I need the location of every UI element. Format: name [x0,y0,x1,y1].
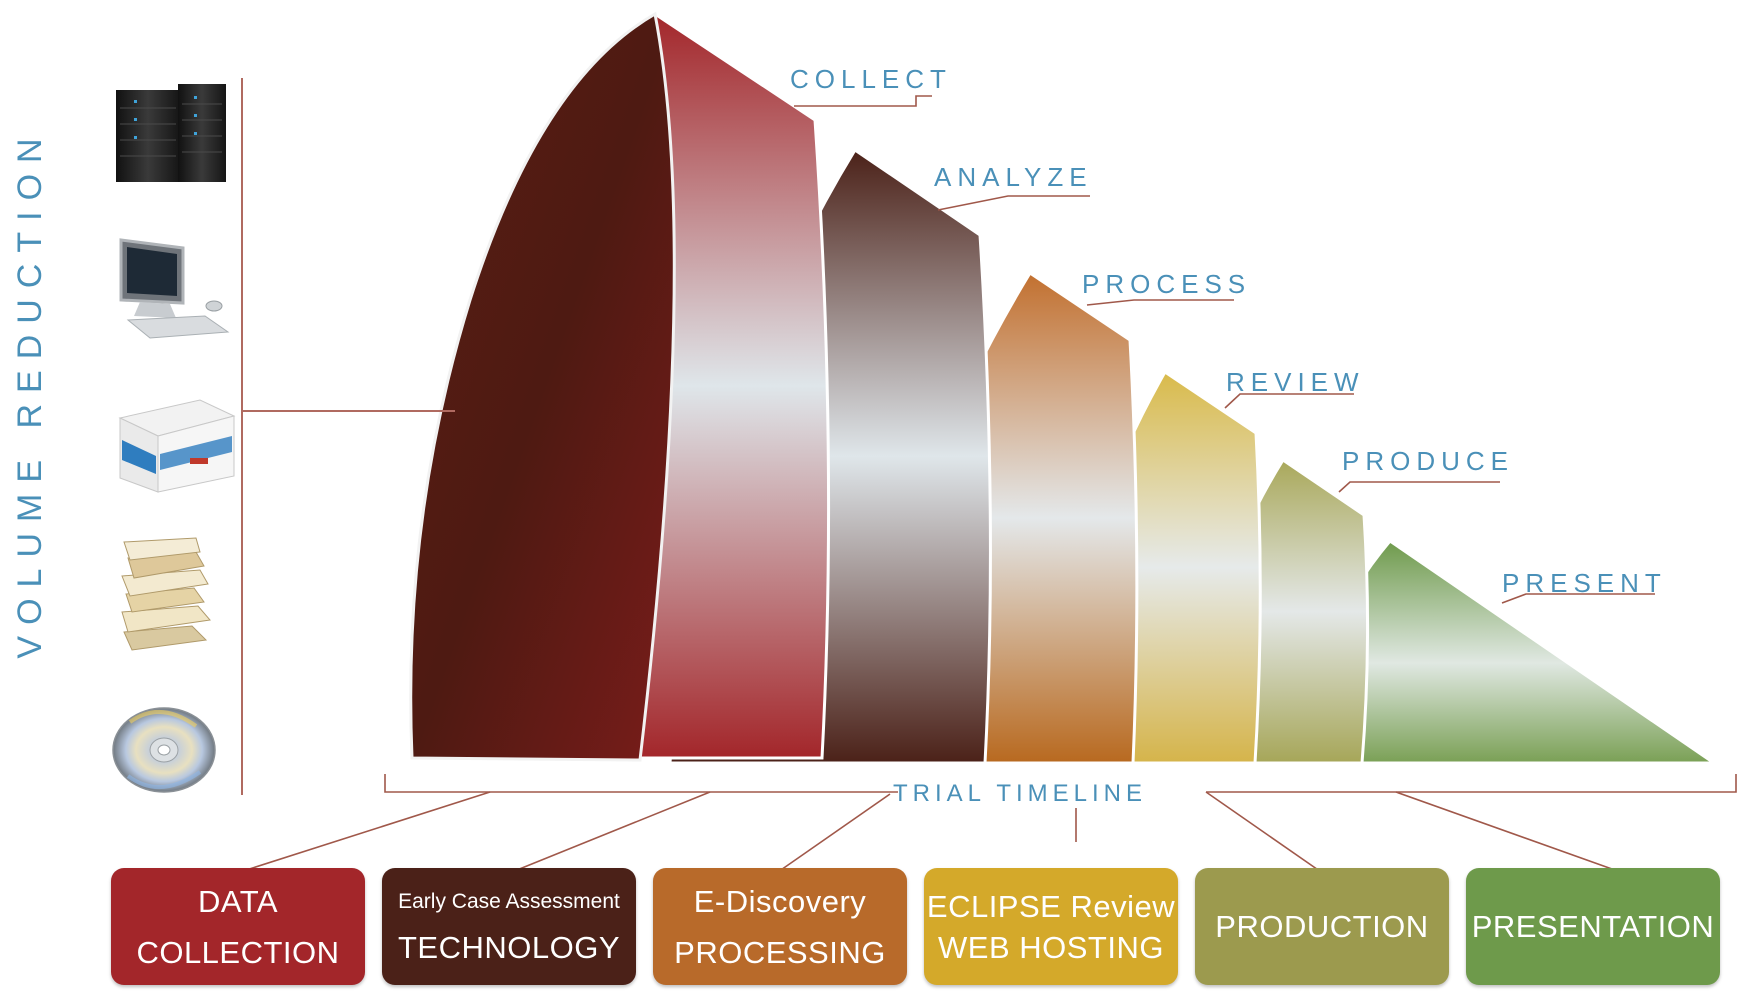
cd-disc-icon [112,707,216,793]
service-box-early-case-assessment: Early Case Assessment TECHNOLOGY [382,868,636,985]
stage-label-review: REVIEW [1226,367,1365,397]
service-line2: COLLECTION [136,934,340,970]
service-box-data-collection: DATA COLLECTION [111,868,365,985]
service-line1: DATA [197,883,279,919]
service-box-eclipse-review: ECLIPSE Review WEB HOSTING [924,868,1178,985]
stage-label-present: PRESENT [1502,568,1667,598]
service-line1: PRODUCTION [1215,909,1429,944]
service-line2: TECHNOLOGY [397,929,621,965]
trial-timeline-bracket [239,774,1737,875]
service-line1: ECLIPSE Review [926,888,1176,924]
stage-label-process: PROCESS [1082,269,1251,299]
server-icon [116,84,226,182]
stage-label-analyze: ANALYZE [934,162,1093,192]
stage-label-collect: COLLECT [790,64,952,94]
service-line1: Early Case Assessment [398,889,620,913]
service-box-e-discovery: E-Discovery PROCESSING [653,868,907,985]
file-box-icon [118,399,236,493]
service-box-presentation: PRESENTATION [1466,868,1720,985]
service-line2: WEB HOSTING [938,929,1164,965]
stage-label-texts: COLLECT ANALYZE PROCESS REVIEW PRODUCE P… [790,64,1667,598]
computer-icon [119,238,230,339]
funnel [409,11,1719,765]
service-box-production: PRODUCTION [1195,868,1449,985]
service-line1: E-Discovery [693,883,867,919]
volume-reduction-axis: VOLUME REDUCTION [11,78,455,795]
stage-label-produce: PRODUCE [1342,446,1514,476]
funnel-front-face [409,11,676,762]
service-line1: PRESENTATION [1471,909,1715,944]
volume-reduction-label: VOLUME REDUCTION [11,127,49,658]
service-line2: PROCESSING [674,934,886,970]
paper-stack-icon [121,537,211,651]
stage-labels [794,95,1655,604]
trial-timeline-label: TRIAL TIMELINE [893,780,1147,807]
